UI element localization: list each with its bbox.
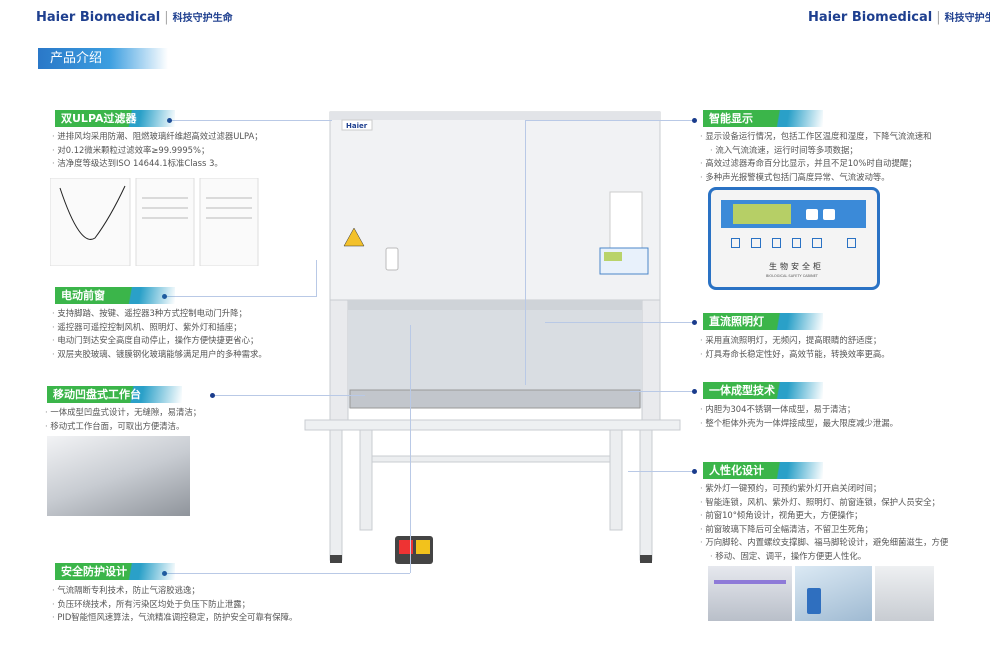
lighting-list: 采用直流照明灯，无频闪，提高眼睛的舒适度； 灯具寿命长稳定性好，高效节能，转换效…	[700, 334, 890, 362]
connector-dot	[692, 118, 697, 123]
list-item: 一体成型凹盘式设计，无缝隙，易清洁；	[45, 406, 201, 420]
connector-line	[630, 391, 692, 392]
humanized-list: 紫外灯一键预约，可预约紫外灯开启关闭时间； 智能连锁，风机、紫外灯、照明灯、前窗…	[700, 482, 948, 564]
safety-list: 气流隔断专利技术，防止气溶胶逃逸； 负压环绕技术，所有污染区均处于负压下防止泄露…	[52, 584, 297, 625]
feature-tag-integrated: 一体成型技术	[703, 382, 823, 399]
list-item: 智能连锁，风机、紫外灯、照明灯、前窗连锁，保护人员安全；	[700, 496, 948, 510]
connector-line	[525, 120, 526, 385]
connector-line	[628, 471, 692, 472]
biosafety-cabinet-image: Haier	[304, 111, 681, 564]
list-item: 紫外灯一键预约，可预约紫外灯开启关闭时间；	[700, 482, 948, 496]
front-window-list: 支持脚踏、按键、遥控器3种方式控制电动门升降； 遥控器可遥控控制风机、照明灯、紫…	[52, 307, 267, 362]
panel-label-en: BIOLOGICAL SAFETY CABINET	[766, 274, 818, 278]
section-title: 产品介绍	[38, 48, 168, 69]
feature-tag-lighting: 直流照明灯	[703, 313, 823, 330]
connector-dot	[692, 389, 697, 394]
list-item: 气流隔断专利技术，防止气溶胶逃逸；	[52, 584, 297, 598]
list-item: 高效过滤器寿命百分比显示，并且不足10%时自动提醒；	[700, 157, 931, 171]
connector-line	[167, 296, 317, 297]
connector-line	[316, 260, 317, 296]
list-item: 对0.12微米颗粒过滤效率≥99.9995%；	[52, 144, 263, 158]
connector-dot	[210, 393, 215, 398]
feature-tag-display: 智能显示	[703, 110, 823, 127]
list-item: 电动门到达安全高度自动停止，操作方便快捷更省心；	[52, 334, 267, 348]
list-item: 采用直流照明灯，无频闪，提高眼睛的舒适度；	[700, 334, 890, 348]
list-item: 万向脚轮、内置螺纹支撑脚、福马脚轮设计，避免细菌滋生，方便	[700, 536, 948, 550]
connector-line	[545, 322, 692, 323]
uv-lamp-image	[708, 566, 792, 621]
list-item: 前窗10°倾角设计，视角更大，方便操作；	[700, 509, 948, 523]
feature-tag-ulpa: 双ULPA过滤器	[55, 110, 175, 127]
list-item-continuation: 移动、固定、调平，操作方便更人性化。	[700, 550, 948, 564]
panel-label-cn: 生物安全柜	[769, 262, 824, 271]
list-item: 显示设备运行情况，包括工作区温度和湿度，下降气流流速和	[700, 130, 931, 144]
connector-dot	[692, 469, 697, 474]
integrated-list: 内胆为304不锈钢一体成型，易于清洁； 整个柜体外壳为一体焊接成型，最大限度减少…	[700, 403, 898, 430]
connector-line	[525, 120, 692, 121]
feature-tag-safety: 安全防护设计	[55, 563, 175, 580]
filter-certificates-image	[50, 178, 259, 266]
connector-line	[215, 395, 365, 396]
feature-tag-humanized: 人性化设计	[703, 462, 823, 479]
list-item: 前窗玻璃下降后可全幅清洁，不留卫生死角；	[700, 523, 948, 537]
feature-tag-worktop: 移动凹盘式工作台	[47, 386, 182, 403]
list-item: 内胆为304不锈钢一体成型，易于清洁；	[700, 403, 898, 417]
connector-line	[410, 325, 411, 573]
list-item-continuation: 流入气流流速，运行时间等多项数据；	[700, 144, 931, 158]
list-item: 双层夹胶玻璃、镀膜钢化玻璃能够满足用户的多种需求。	[52, 348, 266, 362]
worktop-image	[47, 436, 190, 516]
list-item: 进排风均采用防潮、阻燃玻璃纤维超高效过滤器ULPA；	[52, 130, 262, 144]
worktop-list: 一体成型凹盘式设计，无缝隙，易清洁； 移动式工作台面，可取出方便清洁。	[45, 406, 201, 433]
connector-line	[172, 120, 332, 121]
list-item: 支持脚踏、按键、遥控器3种方式控制电动门升降；	[52, 307, 267, 321]
brand-logo-left: Haier Biomedical|科技守护生命	[36, 10, 233, 25]
list-item: 洁净度等级达到ISO 14644.1标准Class 3。	[52, 157, 263, 171]
control-panel-image: 生物安全柜 BIOLOGICAL SAFETY CABINET	[708, 187, 880, 290]
list-item: 负压环绕技术，所有污染区均处于负压下防止泄露；	[52, 598, 297, 612]
ulpa-list: 进排风均采用防潮、阻燃玻璃纤维超高效过滤器ULPA； 对0.12微米颗粒过滤效率…	[52, 130, 263, 171]
list-item: PID智能恒风速算法，气流精准调控稳定，防护安全可靠有保障。	[52, 611, 297, 625]
display-list: 显示设备运行情况，包括工作区温度和湿度，下降气流流速和 流入气流流速，运行时间等…	[700, 130, 931, 184]
list-item: 整个柜体外壳为一体焊接成型，最大限度减少泄漏。	[700, 417, 898, 431]
list-item: 遥控器可遥控控制风机、照明灯、紫外灯和插座；	[52, 321, 267, 335]
cabinet-view-image	[875, 566, 934, 621]
cabinet-brand: Haier	[346, 122, 368, 130]
connector-line	[167, 573, 410, 574]
list-item: 灯具寿命长稳定性好，高效节能，转换效率更高。	[700, 348, 889, 362]
remote-control-image	[795, 566, 872, 621]
list-item: 移动式工作台面，可取出方便清洁。	[45, 420, 201, 434]
feature-tag-front-window: 电动前窗	[55, 287, 175, 304]
connector-dot	[692, 320, 697, 325]
list-item: 多种声光报警模式包括门高度异常、气流波动等。	[700, 171, 931, 185]
brand-logo-right: Haier Biomedical|科技守护生命	[808, 10, 990, 25]
